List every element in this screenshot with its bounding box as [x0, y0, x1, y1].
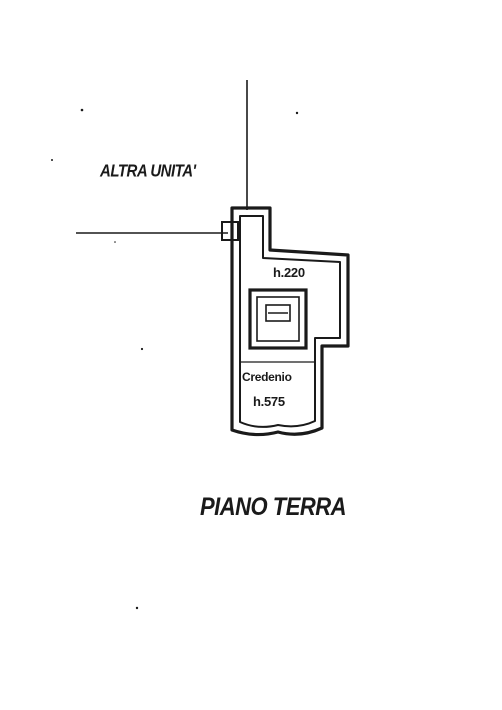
- scan-speck: [80, 108, 84, 112]
- scan-speck: [140, 347, 144, 351]
- fixture-symbol: [265, 304, 291, 322]
- outer-wall: [230, 206, 350, 437]
- corner-wall-stub: [221, 221, 239, 241]
- scan-speck: [51, 159, 53, 161]
- stair-height-label: h.575: [253, 394, 285, 409]
- stair-shaft-outer: [248, 288, 308, 350]
- scan-speck: [114, 241, 116, 243]
- floor-title: PIANO TERRA: [200, 492, 347, 521]
- inner-wall: [239, 215, 341, 428]
- scan-speck: [135, 606, 139, 610]
- stair-shaft-inner: [256, 296, 300, 342]
- adjacent-unit-label: ALTRA UNITA': [100, 161, 196, 182]
- scan-speck: [295, 111, 299, 115]
- room-name-label: Credenio: [242, 370, 292, 384]
- room-height-label: h.220: [273, 265, 305, 280]
